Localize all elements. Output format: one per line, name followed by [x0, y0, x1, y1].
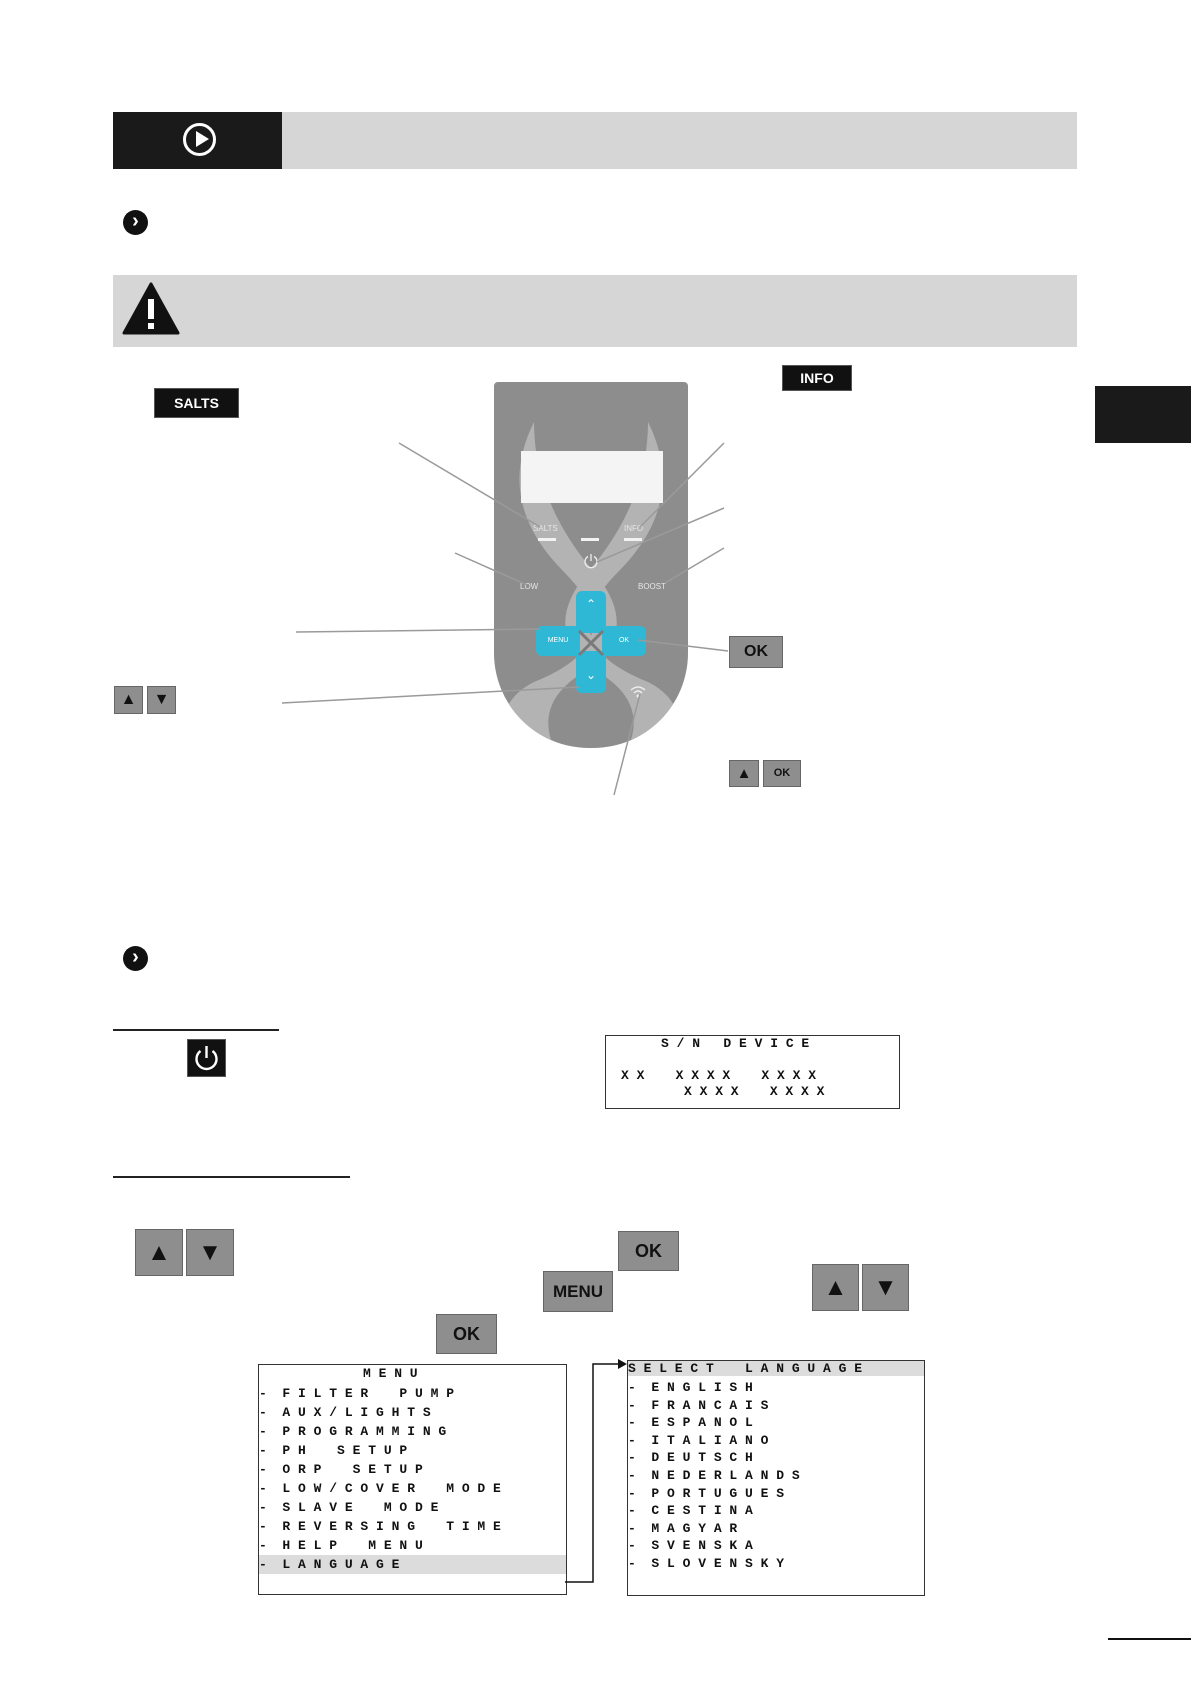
language-item[interactable]: - M A G Y A R — [628, 1520, 924, 1538]
connector-arrow — [560, 1355, 630, 1595]
sn-title: S / N D E V I C E — [661, 1036, 809, 1051]
language-item[interactable]: - F R A N C A I S — [628, 1397, 924, 1415]
language-item[interactable]: - E S P A N O L — [628, 1414, 924, 1432]
menu-item[interactable]: - L A N G U A G E — [259, 1555, 566, 1574]
language-item[interactable]: - S L O V E N S K Y — [628, 1555, 924, 1573]
chevron-down-icon: ▼ — [862, 1264, 909, 1311]
menu-item[interactable]: - F I L T E R P U M P — [259, 1384, 566, 1403]
menu-item[interactable]: - P R O G R A M M I N G — [259, 1422, 566, 1441]
language-item[interactable]: - P O R T U G U E S — [628, 1485, 924, 1503]
ok-key-label: OK — [729, 636, 783, 668]
section-rule — [113, 1176, 350, 1178]
language-item[interactable]: - S V E N S K A — [628, 1537, 924, 1555]
language-item[interactable]: - D E U T S C H — [628, 1449, 924, 1467]
menu-item[interactable]: - H E L P M E N U — [259, 1536, 566, 1555]
menu-display: M E N U - F I L T E R P U M P- A U X / L… — [258, 1364, 567, 1595]
ok-key-label: OK — [618, 1231, 679, 1271]
chevron-up-icon: ▲ — [729, 760, 759, 787]
language-item[interactable]: - C E S T I N A — [628, 1502, 924, 1520]
menu-key-label: MENU — [543, 1271, 613, 1312]
sn-row-1: X X X X X X X X X X — [621, 1068, 816, 1083]
language-item[interactable]: - E N G L I S H — [628, 1379, 924, 1397]
language-item[interactable]: - I T A L I A N O — [628, 1432, 924, 1450]
language-display: S E L E C T L A N G U A G E - E N G L I … — [627, 1360, 925, 1596]
menu-item[interactable]: - S L A V E M O D E — [259, 1498, 566, 1517]
menu-item[interactable]: - P H S E T U P — [259, 1441, 566, 1460]
power-icon — [187, 1039, 226, 1077]
chevron-down-icon: ▼ — [186, 1229, 234, 1276]
chevron-up-icon: ▲ — [812, 1264, 859, 1311]
language-title: S E L E C T L A N G U A G E — [628, 1361, 924, 1376]
chevron-right-circle-icon: › — [123, 946, 148, 971]
chevron-up-icon: ▲ — [135, 1229, 183, 1276]
menu-title: M E N U — [363, 1366, 418, 1381]
ok-key-label: OK — [436, 1314, 497, 1354]
menu-item[interactable]: - A U X / L I G H T S — [259, 1403, 566, 1422]
page-footer-rule — [1108, 1638, 1191, 1640]
ok-small-key-label: OK — [763, 760, 801, 787]
menu-item[interactable]: - R E V E R S I N G T I M E — [259, 1517, 566, 1536]
chevron-up-icon: ▲ — [114, 686, 143, 714]
language-item[interactable]: - N E D E R L A N D S — [628, 1467, 924, 1485]
menu-item[interactable]: - O R P S E T U P — [259, 1460, 566, 1479]
serial-number-display: S / N D E V I C E X X X X X X X X X X X … — [605, 1035, 900, 1109]
sn-row-2: X X X X X X X X — [684, 1084, 824, 1099]
menu-item[interactable]: - L O W / C O V E R M O D E — [259, 1479, 566, 1498]
section-rule — [113, 1029, 279, 1031]
callout-lines — [0, 0, 1191, 900]
chevron-down-icon: ▼ — [147, 686, 176, 714]
